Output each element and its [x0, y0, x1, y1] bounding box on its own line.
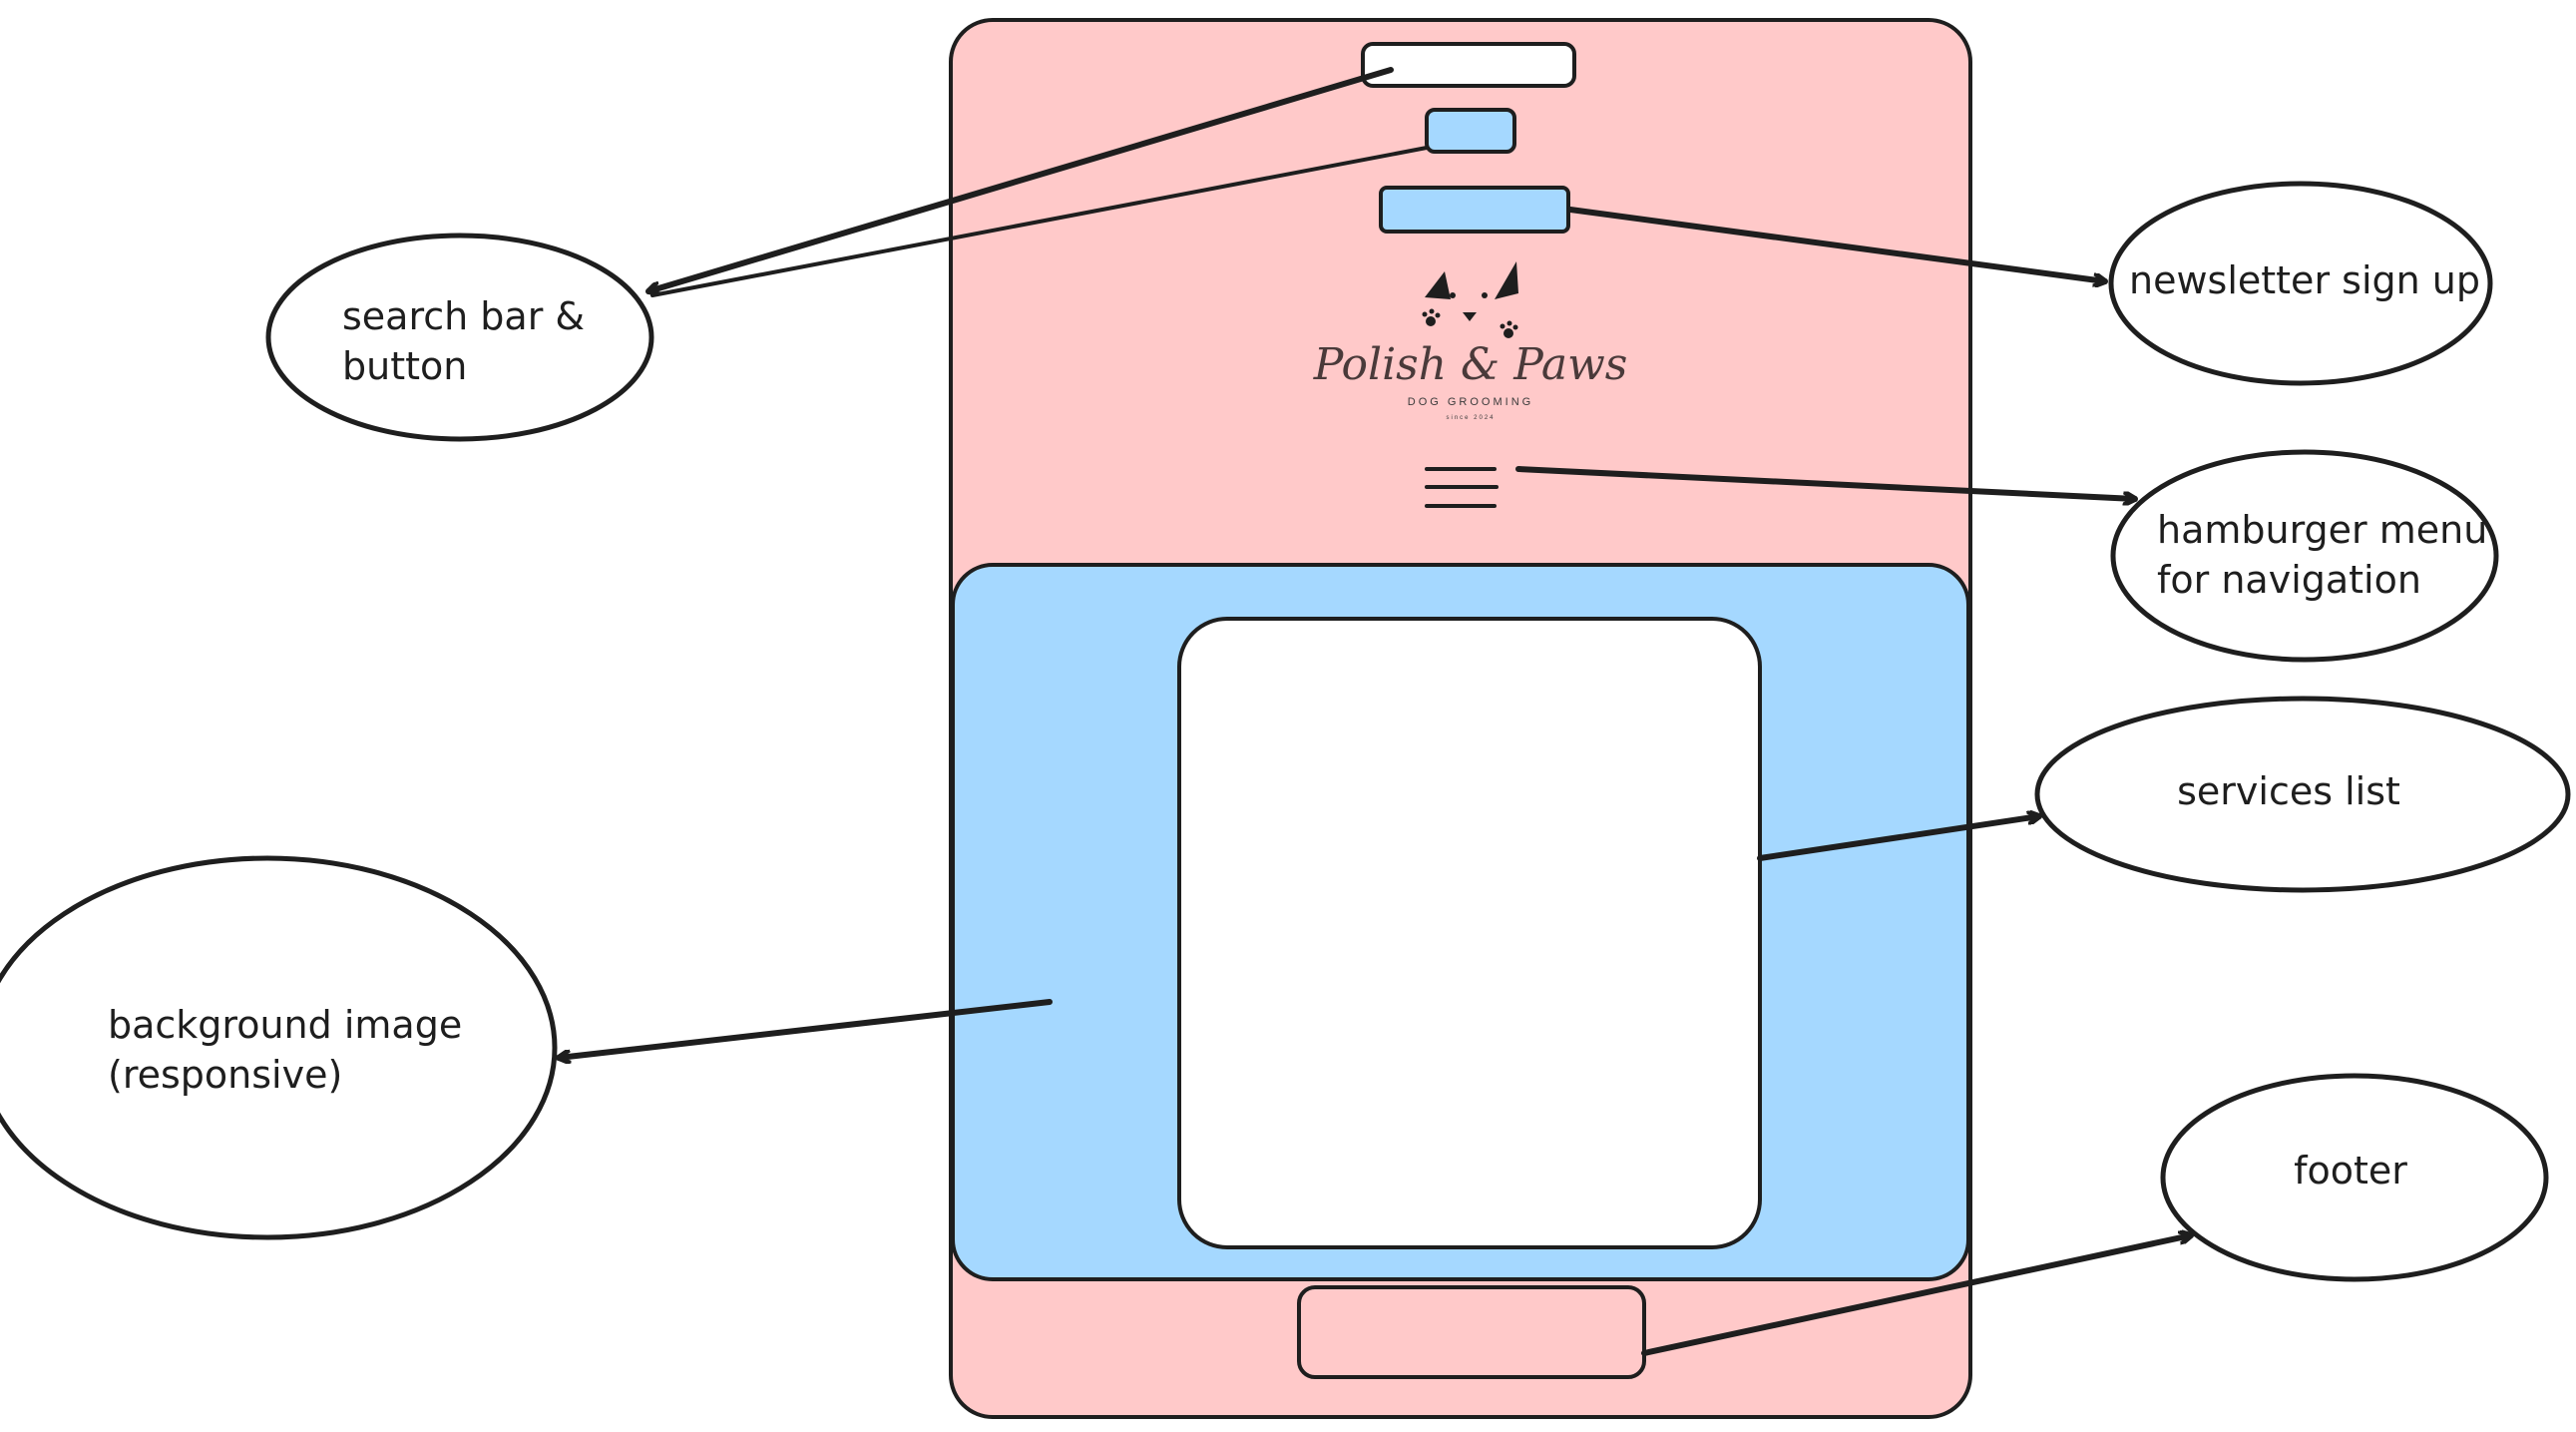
background-annotation-line2: (responsive)	[108, 1053, 342, 1097]
services-list-card	[1177, 617, 1762, 1249]
dog-face-icon	[1425, 261, 1518, 321]
search-annotation-line2: button	[342, 344, 467, 388]
footer-annotation-bubble	[2160, 1073, 2549, 1282]
search-annotation-label: search bar & button	[342, 294, 597, 388]
services-annotation-label: services list	[2177, 769, 2400, 813]
search-bar[interactable]	[1361, 42, 1576, 88]
background-arrow	[556, 999, 1053, 1058]
search-annotation-bubble	[265, 233, 654, 442]
hamburger-annotation-bubble	[2110, 449, 2499, 663]
newsletter-arrow	[1567, 207, 2108, 281]
newsletter-annotation-bubble	[2108, 181, 2493, 386]
background-annotation-bubble	[0, 855, 558, 1240]
paw-print-icon	[1422, 308, 1518, 338]
search-button[interactable]	[1425, 108, 1516, 154]
logo: Polish & Paws DOG GROOMING since 2024	[1313, 261, 1628, 421]
logo-name: Polish & Paws	[1313, 339, 1628, 390]
footer-bar	[1297, 1285, 1646, 1379]
hamburger-menu-icon[interactable]	[1425, 467, 1499, 508]
logo-since: since 2024	[1446, 415, 1495, 421]
background-annotation-line1: background image	[108, 1003, 462, 1047]
footer-arrow	[1641, 1235, 2191, 1356]
footer-annotation-label: footer	[2294, 1149, 2407, 1193]
search-annotation-line1: search bar &	[342, 294, 585, 338]
services-annotation-bubble	[2034, 696, 2571, 893]
hamburger-annotation-label: hamburger menu for navigation	[2157, 508, 2499, 602]
newsletter-annotation-label: newsletter sign up	[2129, 258, 2480, 302]
search-bar-arrow	[648, 67, 1394, 291]
search-button-arrow	[650, 146, 1429, 297]
background-annotation-label: background image (responsive)	[108, 1003, 474, 1097]
services-arrow	[1757, 816, 2039, 861]
newsletter-button[interactable]	[1379, 186, 1570, 234]
logo-tagline: DOG GROOMING	[1408, 396, 1533, 408]
hamburger-annotation-line1: hamburger menu	[2157, 508, 2487, 552]
hamburger-arrow	[1515, 466, 2138, 499]
hamburger-annotation-line2: for navigation	[2157, 558, 2421, 602]
annotation-arrows	[556, 67, 2191, 1356]
